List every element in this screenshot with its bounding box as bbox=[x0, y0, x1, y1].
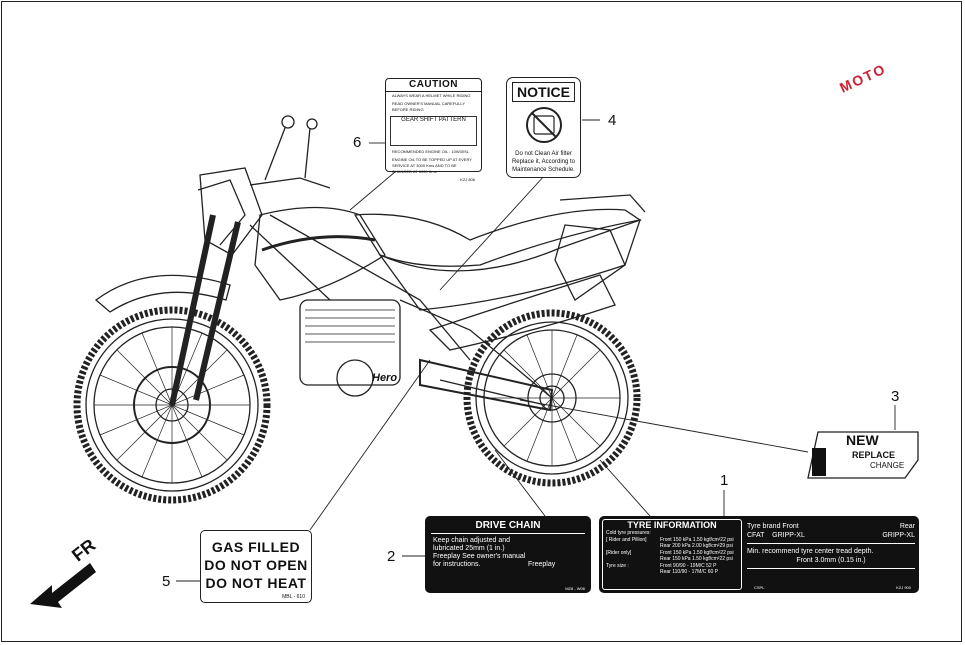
drive-chain-label: DRIVE CHAIN Keep chain adjusted and lubr… bbox=[425, 516, 591, 593]
gas-code: MBL - 610 bbox=[282, 594, 305, 600]
tyre-brand-front: Tyre brand Front bbox=[747, 523, 799, 530]
tyre-p3: Front 150 kPa 1.50 kgf/cm²22 psi bbox=[660, 549, 734, 556]
callout-5: 5 bbox=[162, 573, 171, 590]
chain-text: Keep chain adjusted and lubricated 25mm … bbox=[433, 537, 526, 568]
no-clean-icon bbox=[526, 107, 562, 143]
gas-line-2: DO NOT OPEN bbox=[204, 557, 308, 573]
new-replace-label: NEW REPLACE CHANGE bbox=[808, 430, 920, 478]
notice-text: Do not Clean Air filter Replace it, Acco… bbox=[511, 151, 576, 173]
gear-shift-pattern: GEAR SHIFT PATTERN bbox=[390, 116, 477, 146]
callout-6: 6 bbox=[353, 134, 362, 151]
chain-freeplay: Freeplay bbox=[528, 561, 556, 568]
hero-brand-text: Hero bbox=[372, 372, 398, 384]
tyre-brand-panel: Tyre brand Front Rear CFAT GRIPP-XL GRIP… bbox=[747, 522, 915, 572]
tyre-depth: Min. recommend tyre center tread depth. bbox=[747, 548, 874, 555]
chain-code: MZ8 - W06 bbox=[565, 586, 585, 591]
tyre-p2: Rear 200 kPa 2.00 kgf/cm²29 psi bbox=[660, 543, 733, 549]
callout-4: 4 bbox=[608, 112, 617, 129]
front-direction-arrow bbox=[30, 563, 96, 608]
tyre-pressure-panel: TYRE INFORMATION Cold tyre pressures: [ … bbox=[602, 519, 742, 590]
replace-text: REPLACE bbox=[852, 450, 896, 460]
tyre-s1: Front 90/90 - 19M/C 52 P bbox=[660, 562, 717, 569]
caution-line-1: ALWAYS WEAR A HELMET WHILE RIDING bbox=[392, 93, 471, 98]
notice-title: NOTICE bbox=[512, 82, 575, 102]
tyre-code-left: CSPL bbox=[754, 585, 765, 590]
gear-shift-title: GEAR SHIFT PATTERN bbox=[401, 117, 466, 123]
tyre-code-right: KZJ 900 bbox=[896, 585, 911, 590]
tyre-rider-only: [Rider only] bbox=[606, 549, 632, 556]
tyre-information-label: TYRE INFORMATION Cold tyre pressures: [ … bbox=[599, 516, 919, 593]
caution-line-4: ENGINE OIL TO BE TOPPED UP AT EVERY SERV… bbox=[392, 157, 472, 174]
tyre-s2: Rear 110/90 - 17M/C 60 P bbox=[660, 569, 718, 575]
tyre-p1: Front 150 kPa 1.50 kgf/cm²22 psi bbox=[660, 536, 734, 543]
gas-line-3: DO NOT HEAT bbox=[205, 575, 307, 591]
caution-title: CAUTION bbox=[386, 79, 481, 92]
chain-title: DRIVE CHAIN bbox=[475, 520, 541, 531]
tyre-grip-front: GRIPP-XL bbox=[772, 532, 805, 539]
caution-line-2: READ OWNER'S MANUAL CAREFULLY BEFORE RID… bbox=[392, 101, 465, 112]
callout-3: 3 bbox=[891, 388, 900, 405]
tyre-size-label: Tyre size : bbox=[606, 562, 629, 569]
callout-1: 1 bbox=[720, 472, 729, 489]
tyre-rider-pillion: [ Rider and Pillion] bbox=[606, 536, 647, 543]
caution-line-3: RECOMMENDED ENGINE OIL : 10W30SL bbox=[392, 149, 469, 154]
tyre-p4: Rear 150 kPa 1.50 kgf/cm²22 psi bbox=[660, 556, 733, 562]
tyre-depth-value: Front 3.0mm (0.15 in.) bbox=[796, 557, 866, 564]
tyre-grip-rear: GRIPP-XL bbox=[882, 532, 915, 539]
callout-2: 2 bbox=[387, 548, 396, 565]
notice-label: NOTICE Do not Clean Air filter Replace i… bbox=[506, 77, 581, 178]
caution-label: CAUTION ALWAYS WEAR A HELMET WHILE RIDIN… bbox=[385, 78, 482, 182]
new-text: NEW bbox=[846, 432, 879, 448]
tyre-brand-rear: Rear bbox=[899, 523, 915, 530]
gas-filled-label: GAS FILLED DO NOT OPEN DO NOT HEAT MBL -… bbox=[200, 530, 312, 603]
change-text: CHANGE bbox=[870, 461, 905, 470]
tyre-cold: Cold tyre pressures: bbox=[606, 530, 651, 536]
tyre-cfat: CFAT bbox=[747, 532, 765, 539]
caution-code: KZJ 806 bbox=[460, 177, 475, 182]
gas-line-1: GAS FILLED bbox=[211, 539, 301, 555]
tyre-title: TYRE INFORMATION bbox=[627, 520, 717, 530]
